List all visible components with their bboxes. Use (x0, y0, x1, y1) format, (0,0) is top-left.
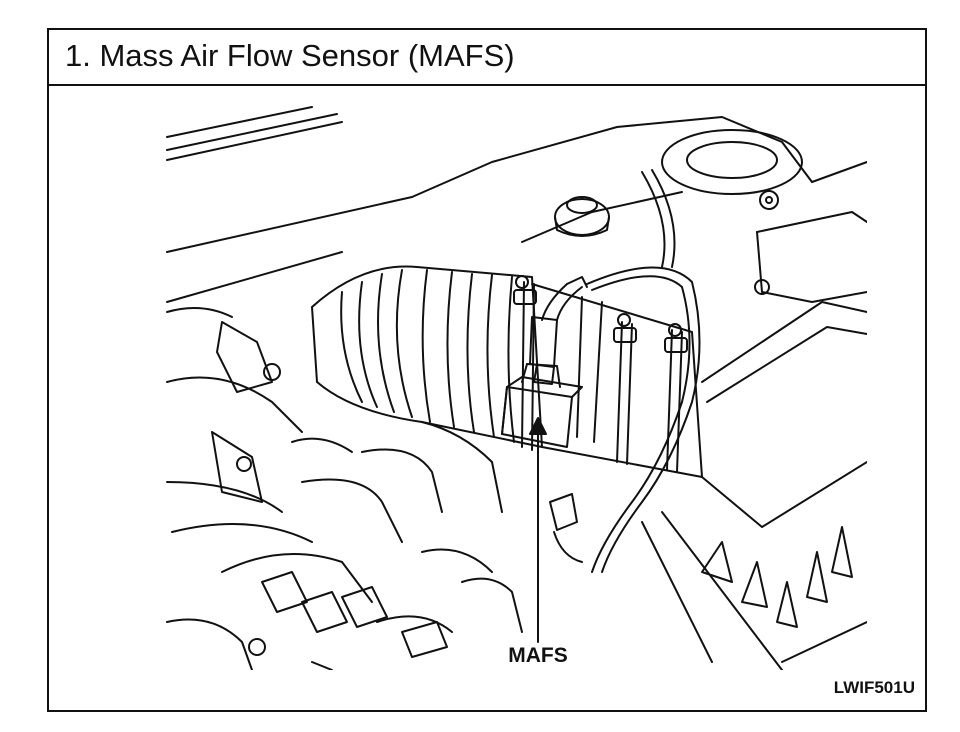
mafs-sensor (501, 276, 588, 448)
oil-filler-cap (554, 196, 610, 237)
bracket-clip (549, 493, 583, 563)
engine-cover (411, 116, 867, 303)
figure-code: LWIF501U (833, 678, 915, 697)
hose-clamps (513, 275, 688, 473)
throttle-duct (531, 283, 703, 478)
intake-hose (311, 265, 543, 448)
vacuum-line (586, 169, 701, 573)
air-cleaner-box (641, 301, 867, 670)
figure-frame: 1. Mass Air Flow Sensor (MAFS) (47, 28, 927, 712)
engine-bay-illustration: MAFS (166, 106, 867, 670)
figure-header: 1. Mass Air Flow Sensor (MAFS) (49, 30, 925, 86)
mafs-callout-label: MAFS (508, 644, 568, 667)
mafs-callout: MAFS (508, 417, 568, 667)
hood-edge-lines (166, 106, 413, 303)
figure-title: 1. Mass Air Flow Sensor (MAFS) (65, 38, 515, 73)
left-engine-parts (166, 307, 523, 670)
